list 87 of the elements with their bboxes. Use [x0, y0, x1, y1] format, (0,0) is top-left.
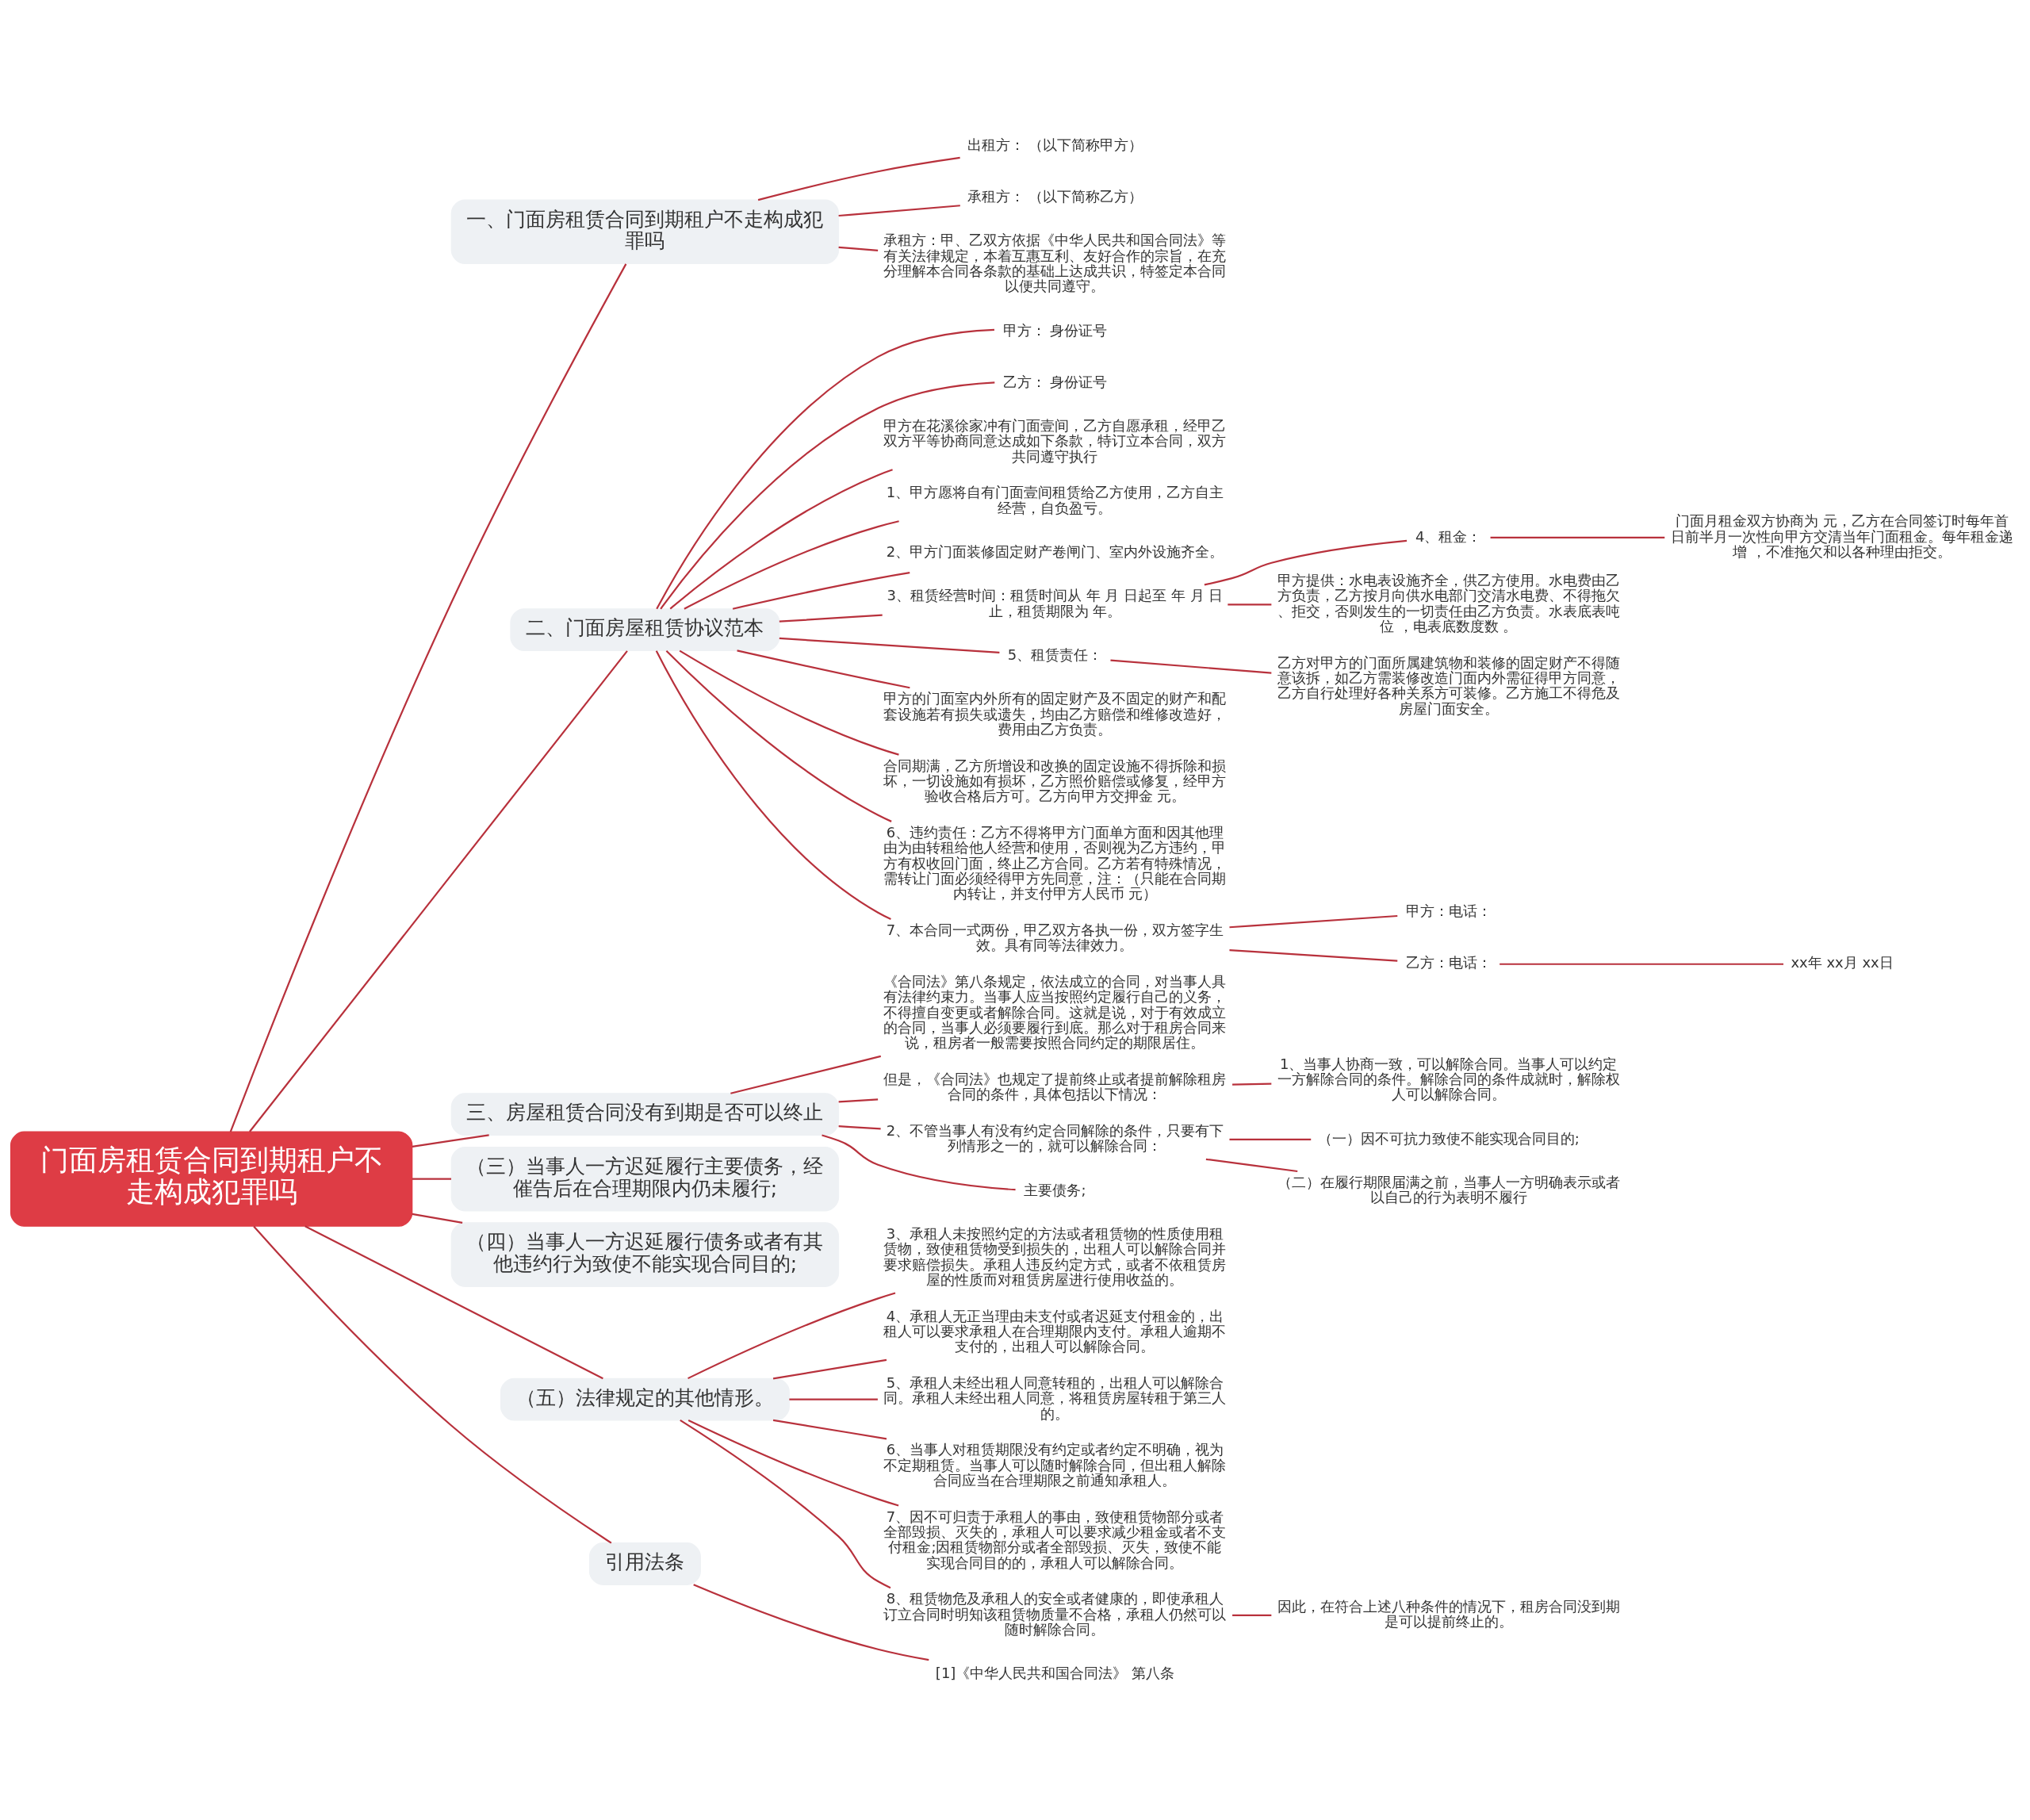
node-text: 门面月租金双方协商为 元，乙方在合同签订时每年首日前半月一次性向甲方交清当年门面租金。每年租金递增 ，不准拖欠和以各种理由拒交。	[1671, 512, 2014, 560]
connector	[779, 637, 1000, 653]
connector	[304, 1224, 603, 1379]
connector	[838, 246, 879, 251]
node-text: 3、承租人未按照约定的方法或者租赁物的性质使用租赁物，致使租赁物受到损失的，出租人可以解除合同并要求赔偿损失。承租人违反约定方式，或者不依租赁房屋的性质而对租赁房屋进行使用收益的。	[883, 1224, 1227, 1288]
connector	[1229, 1138, 1312, 1140]
node-text: 7、因不可归责于承租人的事由，致使租赁物部分或者全部毁损、灭失的，承租人可以要求减少租金或者不支付租金;因租赁物部分或者全部毁损、灭失，致使不能实现合同目的的，承租人可以解除合同。	[883, 1508, 1227, 1571]
node-text: 因此，在符合上述八种条件的情况下，租房合同没到期是可以提前终止的。	[1277, 1597, 1620, 1630]
connector	[1500, 963, 1784, 965]
connector	[412, 1133, 489, 1148]
node-text: 乙方对甲方的门面所属建筑物和装修的固定财产不得随意该拆，如乙方需装修改造门面内外需征得甲方同意，乙方自行处理好各种关系方可装修。乙方施工不得危及房屋门面安全。	[1277, 653, 1620, 717]
connector	[772, 1358, 887, 1379]
node-text: 乙方：电话：	[1405, 953, 1492, 971]
connector	[1229, 948, 1398, 962]
connector	[669, 468, 893, 609]
node-text: 承租方： （以下简称乙方）	[967, 187, 1143, 205]
connector	[412, 1178, 451, 1180]
connector	[693, 1583, 929, 1661]
node-text: 6、当事人对租赁期限没有约定或者约定不明确，视为不定期租赁。当事人可以随时解除合同，但出租人解除合同应当在合理期限之前通知承租人。	[883, 1440, 1227, 1489]
connector	[838, 204, 960, 216]
connector	[730, 1055, 882, 1094]
node-text: 《合同法》第八条规定，依法成立的合同，对当事人具有法律约束力。当事人应当按照约定履行自己的义务，不得擅自变更或者解除合同。这就是说，对于有效成立的合同，当事人必须要履行到底。那么对于租房合同来说，租房者一般需要按照合同约定的期限居住。	[883, 972, 1227, 1051]
node-text: 2、甲方门面装修固定财产卷闸门、室内外设施齐全。	[886, 542, 1224, 560]
node-text: 5、承租人未经出租人同意转租的，出租人可以解除合同。承租人未经出租人同意，将租赁房屋转租于第三人的。	[883, 1374, 1227, 1422]
connector	[1490, 536, 1665, 538]
node-text: 1、甲方愿将自有门面壹间租赁给乙方使用，乙方自主经营，自负盈亏。	[886, 483, 1224, 516]
connector	[688, 1419, 899, 1507]
node-text: 3、租赁经营时间：租赁时间从 年 月 日起至 年 月 日止，租赁期限为 年。	[887, 586, 1224, 619]
node-box: 一、门面房租赁合同到期租户不走构成犯罪吗	[450, 198, 840, 264]
node-box: （五）法律规定的其他情形。	[500, 1377, 790, 1421]
connector	[665, 649, 892, 822]
connector	[412, 1213, 463, 1224]
connector	[1228, 603, 1272, 605]
connector	[680, 1419, 891, 1588]
node-text: 8、租赁物危及承租人的安全或者健康的，即使承租人订立合同时明知该租赁物质量不合格，承租人仍然可以随时解除合同。	[883, 1589, 1227, 1638]
node-box: （三）当事人一方迟延履行主要债务，经催告后在合理期限内仍未履行;	[450, 1146, 840, 1211]
connector	[660, 381, 995, 609]
node-text: 主要债务;	[1024, 1181, 1086, 1198]
connector	[655, 649, 891, 920]
connector	[822, 1134, 1016, 1190]
connector	[253, 1225, 612, 1544]
node-text: 6、违约责任：乙方不得将甲方门面单方面和因其他理由为由转租给他人经营和使用，否则视为乙方违约，甲方有权收回门面，终止乙方合同。乙方若有特殊情况，需转让门面必须经得甲方先同意，注：（只能在合同期内转让，并支付甲方人民币 元）	[883, 823, 1227, 902]
node-text: 甲方提供：水电表设施齐全，供乙方使用。水电费由乙方负责，乙方按月向供水电部门交清水电费、不得拖欠、拒交，否则发生的一切责任由乙方负责。水表底表吨位 ，电表底数度数 。	[1277, 571, 1620, 634]
node-text: 合同期满，乙方所增设和改换的固定设施不得拆除和损坏，一切设施如有损坏，乙方照价赔偿或修复，经甲方验收合格后方可。乙方向甲方交押金 元。	[883, 757, 1227, 804]
node-text: （一）因不可抗力致使不能实现合同目的;	[1317, 1129, 1580, 1147]
connector	[757, 156, 960, 201]
connector	[772, 1419, 887, 1439]
node-text: 甲方的门面室内外所有的固定财产及不固定的财产和配套设施若有损失或遗失，均由乙方赔偿和维修改造好，费用由乙方负责。	[883, 689, 1227, 738]
node-text: 但是，《合同法》也规定了提前终止或者提前解除租房合同的条件，具体包括以下情况：	[883, 1070, 1227, 1102]
node-text: 出租方： （以下简称甲方）	[967, 136, 1143, 153]
connector	[1204, 539, 1408, 585]
connector	[684, 519, 899, 610]
node-text: 4、租金：	[1415, 527, 1482, 545]
node-text: 4、承租人无正当理由未支付或者迟延支付租金的，出租人可以要求承租人在合理期限内支付。承租人逾期不支付的，出租人可以解除合同。	[883, 1307, 1227, 1354]
connector	[249, 649, 628, 1132]
connector	[732, 571, 910, 610]
connector	[789, 1397, 878, 1400]
connector	[1205, 1158, 1298, 1172]
connector	[656, 328, 994, 609]
node-box: （四）当事人一方迟延履行债务或者有其他违约行为致使不能实现合同目的;	[450, 1221, 840, 1287]
connector	[1229, 914, 1398, 928]
node-box: 引用法条	[588, 1542, 701, 1585]
node-text: 甲方在花溪徐家冲有门面壹间，乙方自愿承租，经甲乙双方平等协商同意达成如下条款，特订立本合同，双方共同遵守执行	[883, 416, 1227, 465]
connector	[688, 1292, 896, 1379]
connector	[1232, 1614, 1272, 1616]
node-box: 三、房屋租赁合同没有到期是否可以终止	[450, 1092, 840, 1136]
connector	[737, 649, 910, 688]
connector	[679, 649, 899, 756]
node-text: 1、当事人协商一致，可以解除合同。当事人可以约定一方解除合同的条件。解除合同的条件成就时，解除权人可以解除合同。	[1277, 1055, 1620, 1102]
node-text: 5、租赁责任：	[1007, 646, 1103, 663]
node-text: [1]《中华人民共和国合同法》 第八条	[935, 1664, 1175, 1681]
node-text: 乙方： 身份证号	[1002, 373, 1108, 390]
connector	[1110, 659, 1272, 674]
connector	[779, 614, 883, 623]
node-text: （二）在履行期限届满之前，当事人一方明确表示或者以自己的行为表明不履行	[1277, 1173, 1620, 1205]
node-text: 7、本合同一式两份，甲乙双方各执一份，双方签字生效。具有同等法律效力。	[886, 921, 1224, 953]
node-box: 门面房租赁合同到期租户不走构成犯罪吗	[10, 1131, 413, 1227]
node-box: 二、门面房屋租赁协议范本	[510, 607, 780, 651]
connector	[838, 1098, 879, 1103]
connector	[229, 262, 627, 1132]
node-text: 2、不管当事人有没有约定合同解除的条件，只要有下列情形之一的，就可以解除合同：	[886, 1121, 1224, 1154]
node-text: xx年 xx月 xx日	[1791, 953, 1894, 971]
node-text: 承租方：甲、乙双方依据《中华人民共和国合同法》等有关法律规定，本着互惠互利、友好合作的宗旨，在充分理解本合同各条款的基础上达成共识，特签定本合同以便共同遵守。	[883, 231, 1227, 294]
node-text: 甲方： 身份证号	[1002, 321, 1108, 339]
connector	[838, 1125, 881, 1130]
node-text: 甲方：电话：	[1405, 902, 1492, 919]
connector	[1232, 1082, 1272, 1086]
